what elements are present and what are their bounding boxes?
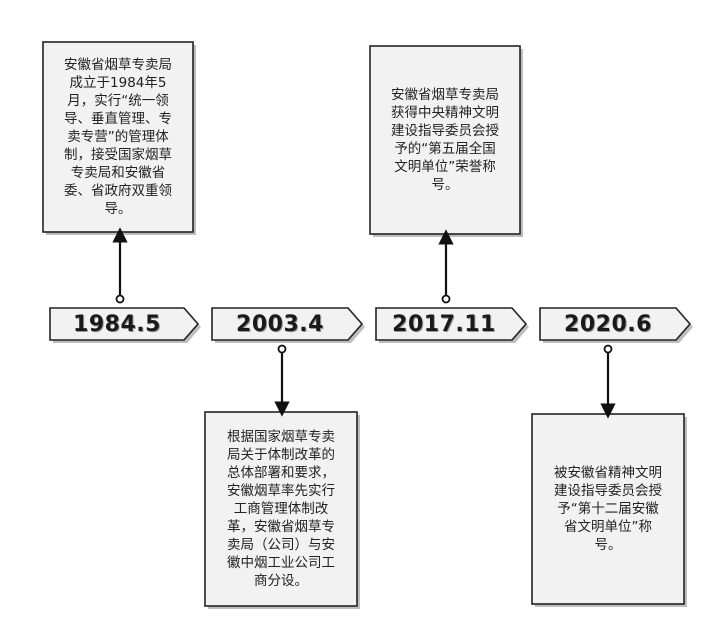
event-box: [42, 41, 194, 233]
event-description: 安徽省烟草专卖局 获得中央精神文明 建设指导委员会授 予的“第五届全国 文明单位…: [391, 87, 499, 193]
date-label-shape: [211, 307, 364, 341]
event-description: 被安徽省精神文明 建设指导委员会授 予“第十二届安徽 省文明单位”称 号。: [554, 465, 662, 553]
connector-dot: [603, 344, 613, 354]
connector-dot: [115, 294, 125, 304]
event-box: [369, 45, 521, 235]
connector-dot: [441, 294, 451, 304]
connector-dot: [277, 344, 287, 354]
event-date: 2017.11: [392, 311, 496, 337]
event-date: 2020.6: [564, 311, 652, 337]
event-description: 根据国家烟草专卖 局关于体制改革的 总体部署和要求， 安徽烟草率先实行 工商管理…: [227, 429, 335, 589]
date-label-shape: [375, 307, 528, 341]
event-date: 2003.4: [236, 311, 324, 337]
event-box: [531, 413, 685, 605]
date-label-shape: [539, 307, 692, 341]
event-box: [204, 411, 358, 607]
event-date: 1984.5: [73, 311, 161, 337]
event-description: 安徽省烟草专卖局 成立于1984年5 月，实行“统一领 导、垂直管理、专 卖专营…: [64, 57, 172, 217]
date-label-shape: [49, 307, 200, 341]
